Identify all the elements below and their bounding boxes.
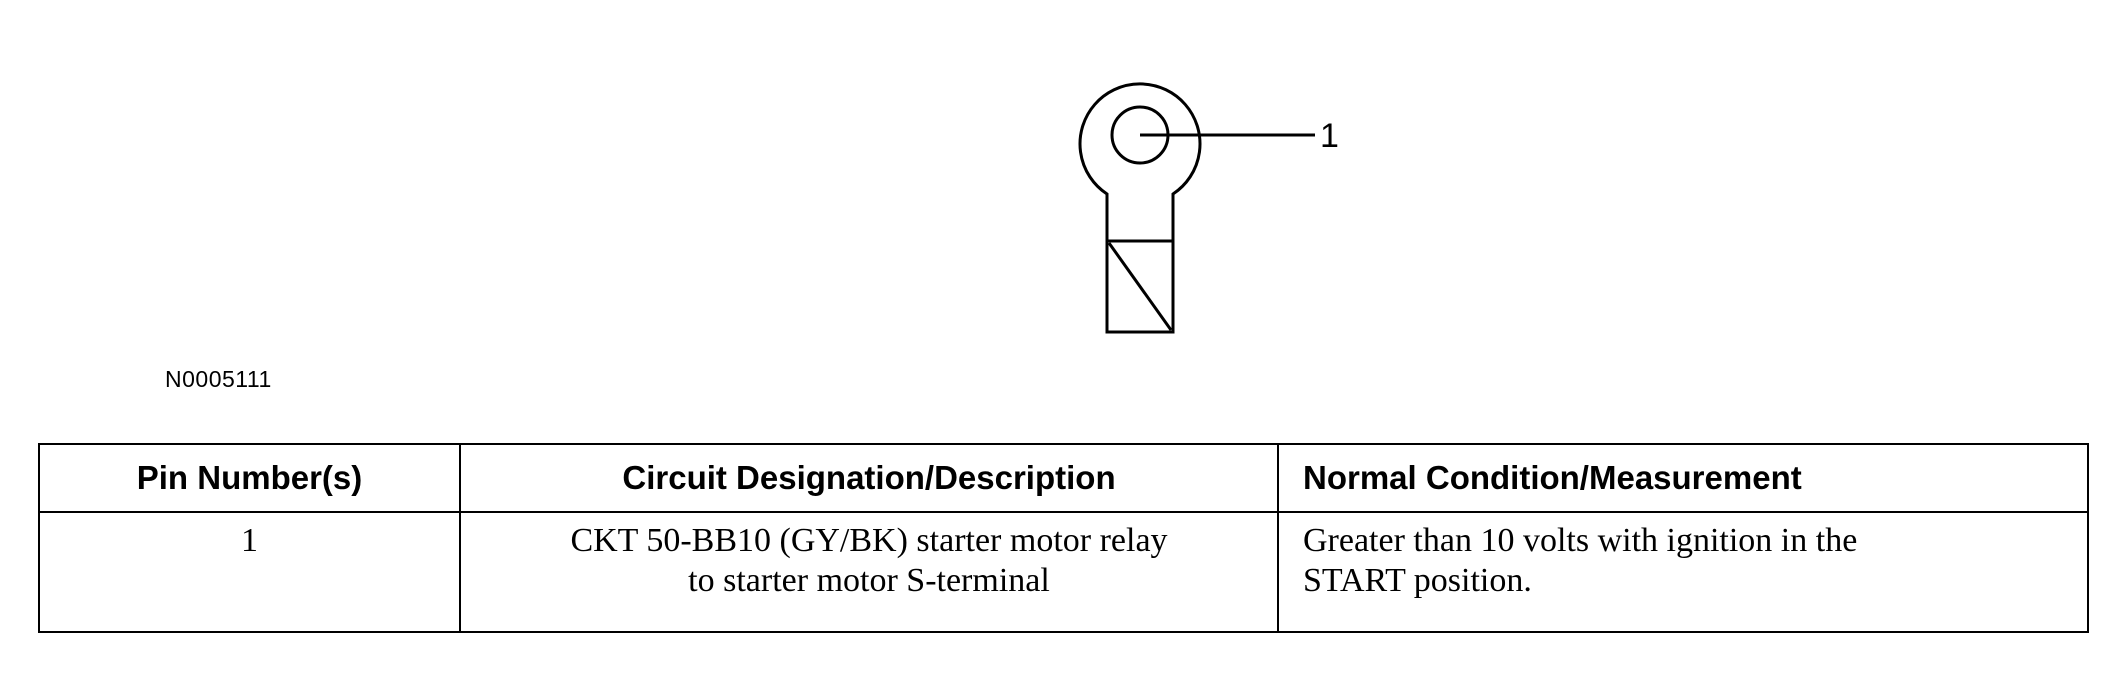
ring-terminal-diagram: 1 (1078, 82, 1339, 334)
measurement-line-1: Greater than 10 volts with ignition in t… (1303, 522, 1858, 559)
circuit-line-2: to starter motor S-terminal (688, 562, 1050, 599)
cell-pin: 1 (38, 511, 461, 633)
pin-table: Pin Number(s) Circuit Designation/Descri… (38, 443, 2089, 633)
header-pin-number: Pin Number(s) (38, 443, 461, 513)
circuit-line-1: CKT 50-BB10 (GY/BK) starter motor relay (570, 522, 1168, 559)
table-row: 1 CKT 50-BB10 (GY/BK) starter motor rela… (38, 511, 2089, 633)
measurement-line-2: START position. (1303, 562, 1532, 599)
figure-id: N0005111 (165, 366, 272, 392)
callout-label: 1 (1320, 117, 1339, 155)
pin-number: 1 (241, 522, 258, 559)
cell-measurement: Greater than 10 volts with ignition in t… (1277, 511, 2089, 633)
crimp-diagonal (1107, 242, 1173, 331)
ring-terminal-outline (1078, 82, 1202, 334)
header-circuit-designation: Circuit Designation/Description (459, 443, 1279, 513)
table-header-row: Pin Number(s) Circuit Designation/Descri… (38, 443, 2089, 513)
header-normal-condition: Normal Condition/Measurement (1277, 443, 2089, 513)
cell-circuit: CKT 50-BB10 (GY/BK) starter motor relay … (459, 511, 1279, 633)
